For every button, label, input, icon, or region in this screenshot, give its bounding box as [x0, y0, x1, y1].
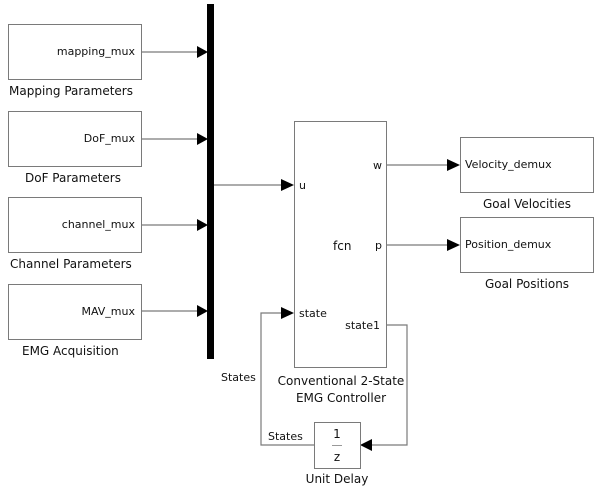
wire-state1-to-delay: [372, 324, 408, 446]
arrow-dof: [197, 133, 208, 145]
unit-delay-fraction-bar: [332, 445, 342, 446]
velocity-demux-label: Velocity_demux: [465, 158, 552, 171]
function-name-label: fcn: [333, 239, 352, 253]
arrow-position: [447, 239, 460, 251]
mux-states-label: States: [221, 371, 256, 384]
mav-mux-block[interactable]: MAV_mux: [8, 284, 142, 340]
mapping-mux-label: mapping_mux: [56, 45, 135, 58]
unit-delay-numerator: 1: [333, 427, 341, 441]
mav-mux-label: MAV_mux: [81, 305, 135, 318]
arrow-mapping: [197, 46, 208, 58]
arrow-velocity: [447, 159, 460, 171]
unit-delay-denominator: z: [333, 450, 341, 464]
mux-bar: [207, 4, 214, 359]
mapping-parameters-caption: Mapping Parameters: [9, 84, 133, 98]
dof-parameters-caption: DoF Parameters: [25, 171, 121, 185]
position-demux-label: Position_demux: [465, 238, 552, 251]
port-w-label: w: [373, 159, 382, 172]
controller-caption-line2: EMG Controller: [295, 391, 387, 405]
port-state1-label: state1: [345, 319, 380, 332]
position-demux-block[interactable]: Position_demux: [460, 217, 594, 273]
goal-velocities-caption: Goal Velocities: [482, 197, 572, 211]
arrow-state: [281, 307, 294, 319]
arrow-delay-in: [360, 439, 372, 451]
unit-delay-block[interactable]: 1 z: [314, 422, 361, 469]
controller-block[interactable]: u state w p state1 fcn: [294, 121, 387, 368]
channel-parameters-caption: Channel Parameters: [10, 257, 132, 271]
unit-delay-caption: Unit Delay: [305, 472, 369, 486]
channel-mux-block[interactable]: channel_mux: [8, 197, 142, 253]
arrow-channel: [197, 219, 208, 231]
dof-mux-block[interactable]: DoF_mux: [8, 111, 142, 167]
dof-mux-label: DoF_mux: [83, 132, 135, 145]
emg-acquisition-caption: EMG Acquisition: [22, 344, 119, 358]
channel-mux-label: channel_mux: [61, 218, 135, 231]
controller-caption-line1: Conventional 2-State: [277, 374, 405, 388]
wire-delay-to-state: [260, 312, 314, 446]
port-u-label: u: [299, 179, 306, 192]
delay-states-label: States: [268, 430, 303, 443]
port-state-label: state: [299, 307, 327, 320]
goal-positions-caption: Goal Positions: [484, 277, 570, 291]
port-p-label: p: [375, 239, 382, 252]
mapping-mux-block[interactable]: mapping_mux: [8, 24, 142, 80]
arrow-mav: [197, 305, 208, 317]
velocity-demux-block[interactable]: Velocity_demux: [460, 137, 594, 193]
arrow-u: [281, 179, 294, 191]
